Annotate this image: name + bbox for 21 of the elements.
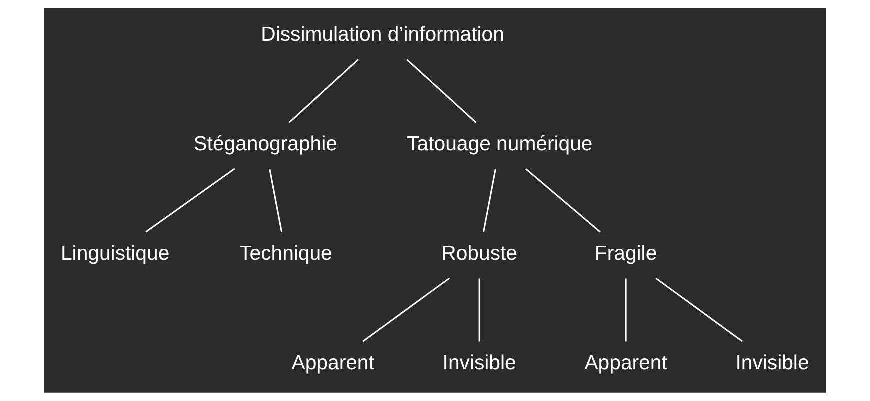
connector [625, 278, 627, 342]
connector [482, 169, 496, 232]
connector [656, 278, 743, 342]
connector [269, 169, 283, 232]
node-text: Tatouage numérique [407, 134, 593, 156]
node-text: Dissimulation d’information [261, 24, 504, 46]
node-text: Robuste [442, 243, 518, 266]
node-text: Technique [240, 243, 332, 266]
connector [146, 168, 236, 233]
node-text: Apparent [292, 352, 374, 375]
connector [406, 59, 477, 124]
node-text: Apparent [584, 352, 668, 375]
node-text: Linguistique [60, 243, 170, 266]
connector [362, 278, 450, 342]
node-text: Invisible [442, 352, 516, 375]
connector [288, 59, 360, 124]
node-text: Invisible [736, 352, 810, 375]
connector [478, 278, 480, 342]
node-text: Fragile [594, 243, 658, 266]
node-text: Stéganographie [194, 134, 338, 156]
connector [526, 168, 601, 233]
